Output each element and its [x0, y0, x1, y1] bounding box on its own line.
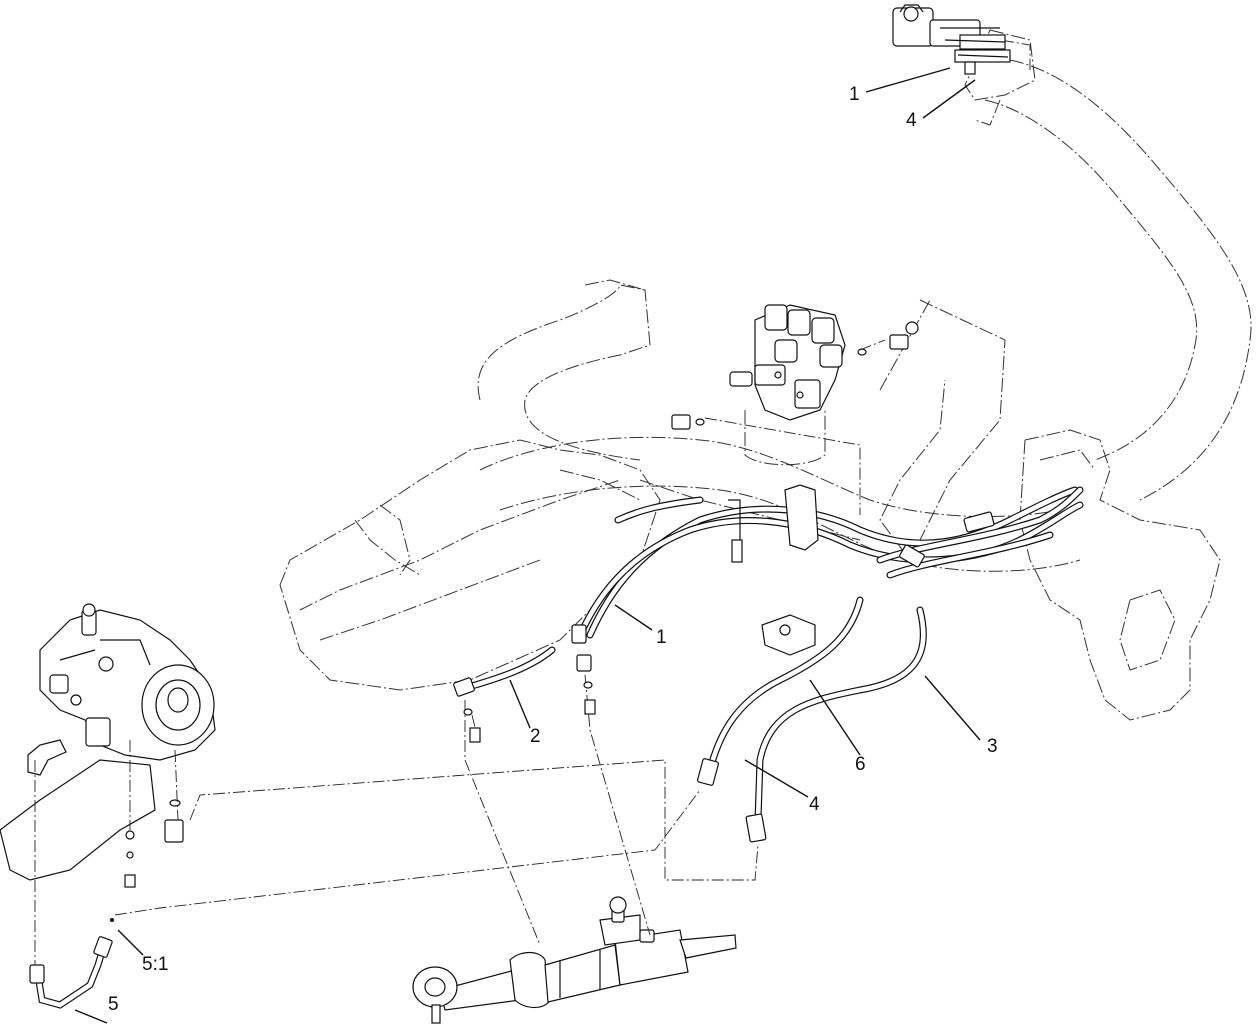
- hydraulic-pump: [0, 603, 216, 888]
- callout-6: 6: [855, 754, 866, 775]
- steering-valve-top: [892, 4, 1011, 75]
- callout-3: 3: [987, 736, 998, 757]
- routing-lines: [34, 339, 886, 965]
- steering-cylinder: [412, 896, 737, 1024]
- callout-2: 2: [530, 726, 541, 747]
- routing-fittings: [110, 681, 596, 922]
- callout-5-1: 5:1: [142, 954, 168, 975]
- callout-1-top: 1: [849, 84, 860, 105]
- callouts: 1 4 1 2 3 6 4 5:1 5: [108, 84, 998, 1015]
- leader-lines: [74, 67, 981, 1024]
- tube-5: [29, 936, 113, 1009]
- hose-fittings: [453, 484, 995, 843]
- callout-5: 5: [108, 994, 119, 1015]
- callout-4-top: 4: [906, 110, 917, 131]
- hose-bundle: [461, 486, 1084, 824]
- callout-4-mid: 4: [809, 794, 820, 815]
- control-valve-block: [671, 304, 919, 430]
- callout-1-mid: 1: [656, 627, 667, 648]
